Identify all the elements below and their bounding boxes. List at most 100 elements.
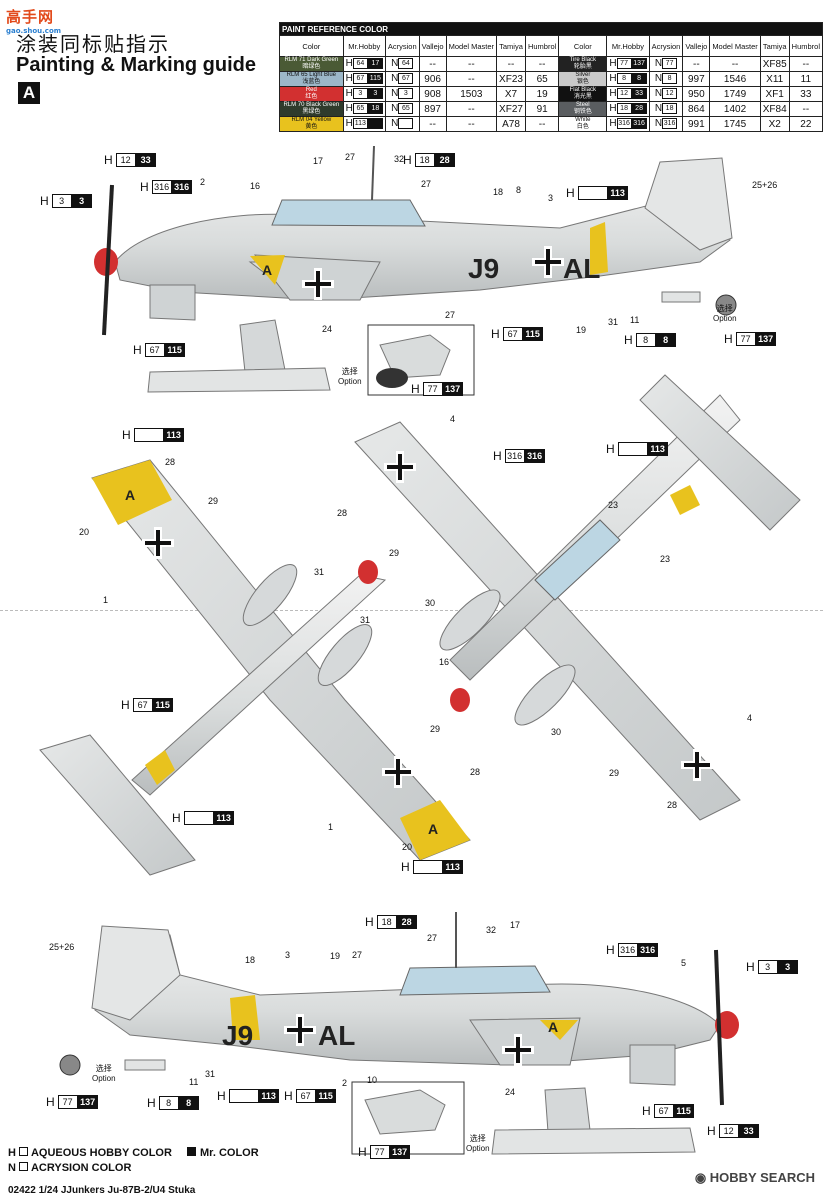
paint-name: RLM 70 Black Green (283, 102, 340, 108)
legend-n-swatch (18, 1162, 28, 1171)
footer-product: 02422 1/24 JJunkers Ju-87B-2/U4 Stuka (8, 1185, 195, 1196)
part-number: 17 (510, 920, 521, 930)
plan-view-underside: A A (39, 459, 471, 876)
part-number: 19 (576, 325, 587, 335)
part-number: 27 (421, 179, 432, 189)
part-number: 5 (681, 958, 687, 968)
part-number: 24 (322, 324, 333, 334)
paint-tamiya: A78 (496, 116, 526, 132)
legend-acrysion-label: ACRYSION COLOR (30, 1162, 132, 1174)
part-number: 23 (660, 554, 671, 564)
watermark-cn: 高手网 (6, 8, 55, 26)
part-number: 32 (394, 154, 405, 164)
part-number: 11 (189, 1077, 199, 1087)
title-cn: 涂装同标贴指示 (16, 32, 170, 56)
underwing-letter-left: A (125, 487, 135, 503)
legend-aqueous-label: AQUEOUS HOBBY COLOR (30, 1147, 172, 1159)
paint-name-cn: 银色 (576, 79, 589, 85)
part-number: 2 (200, 177, 206, 187)
part-number: 1 (103, 595, 109, 605)
watermark-url: gao.shou.com (6, 27, 62, 35)
paint-humbrol: -- (524, 116, 560, 132)
paint-name-cn: 白色 (576, 124, 589, 130)
paint-name: White (575, 117, 591, 123)
side-view-right-profile: J9 AL A (59, 912, 739, 1155)
footer-code: 02422 (8, 1185, 36, 1196)
part-number: 18 (493, 187, 504, 197)
part-number: 29 (389, 548, 400, 558)
footer-scale: 1/24 (38, 1185, 59, 1196)
legend-h: H (8, 1147, 16, 1159)
wing-letter: A (262, 262, 272, 278)
legend-mr-swatch (187, 1147, 196, 1156)
paint-name: Flat Black (569, 87, 596, 93)
side-view-left-profile: J9 AL A (94, 145, 737, 396)
watermark-logo: 高手网 gao.shou.com (6, 6, 61, 35)
part-number: 28 (470, 767, 481, 777)
part-number: 27 (427, 933, 438, 943)
paint-name-cn: 红色 (305, 94, 318, 100)
brand-text: HOBBY SEARCH (709, 1170, 815, 1185)
part-number: 29 (430, 724, 441, 734)
part-number: 10 (367, 1075, 378, 1085)
paint-humbrol: 22 (788, 116, 823, 132)
page-fold-line (0, 610, 823, 611)
paint-modelmaster: -- (445, 116, 498, 132)
part-number: 30 (425, 598, 436, 608)
part-number: 24 (505, 1087, 516, 1097)
part-number: 27 (345, 152, 356, 162)
option-label-cn: 选择 (469, 1134, 486, 1143)
part-number: 31 (205, 1069, 216, 1079)
paint-name-cn: 黑绿色 (302, 109, 321, 115)
part-number: 28 (337, 508, 348, 518)
part-number: 8 (516, 185, 522, 195)
plan-view-top (354, 374, 801, 821)
option-label-en: Option (92, 1074, 116, 1083)
part-number: 1 (328, 822, 334, 832)
part-number: 3 (285, 950, 291, 960)
legend-h-swatch (18, 1147, 28, 1156)
part-number: 32 (486, 925, 497, 935)
paint-name: Tire Black (569, 57, 597, 63)
paint-modelmaster: 1745 (709, 116, 761, 132)
brand-logo: ◉ HOBBY SEARCH (695, 1170, 815, 1186)
part-number: 18 (245, 955, 256, 965)
paint-name-cn: 消光黑 (573, 94, 592, 100)
paint-name: RLM 65 Light Blue (286, 72, 336, 78)
option-label-en: Option (466, 1144, 490, 1153)
part-number: 17 (313, 156, 324, 166)
legend-n: N (8, 1162, 16, 1174)
option-label-cn: 选择 (341, 367, 358, 376)
part-number: 25+26 (752, 180, 778, 190)
option-frame (367, 324, 475, 396)
part-number: 31 (314, 567, 325, 577)
wing-letter-b: A (548, 1019, 558, 1035)
